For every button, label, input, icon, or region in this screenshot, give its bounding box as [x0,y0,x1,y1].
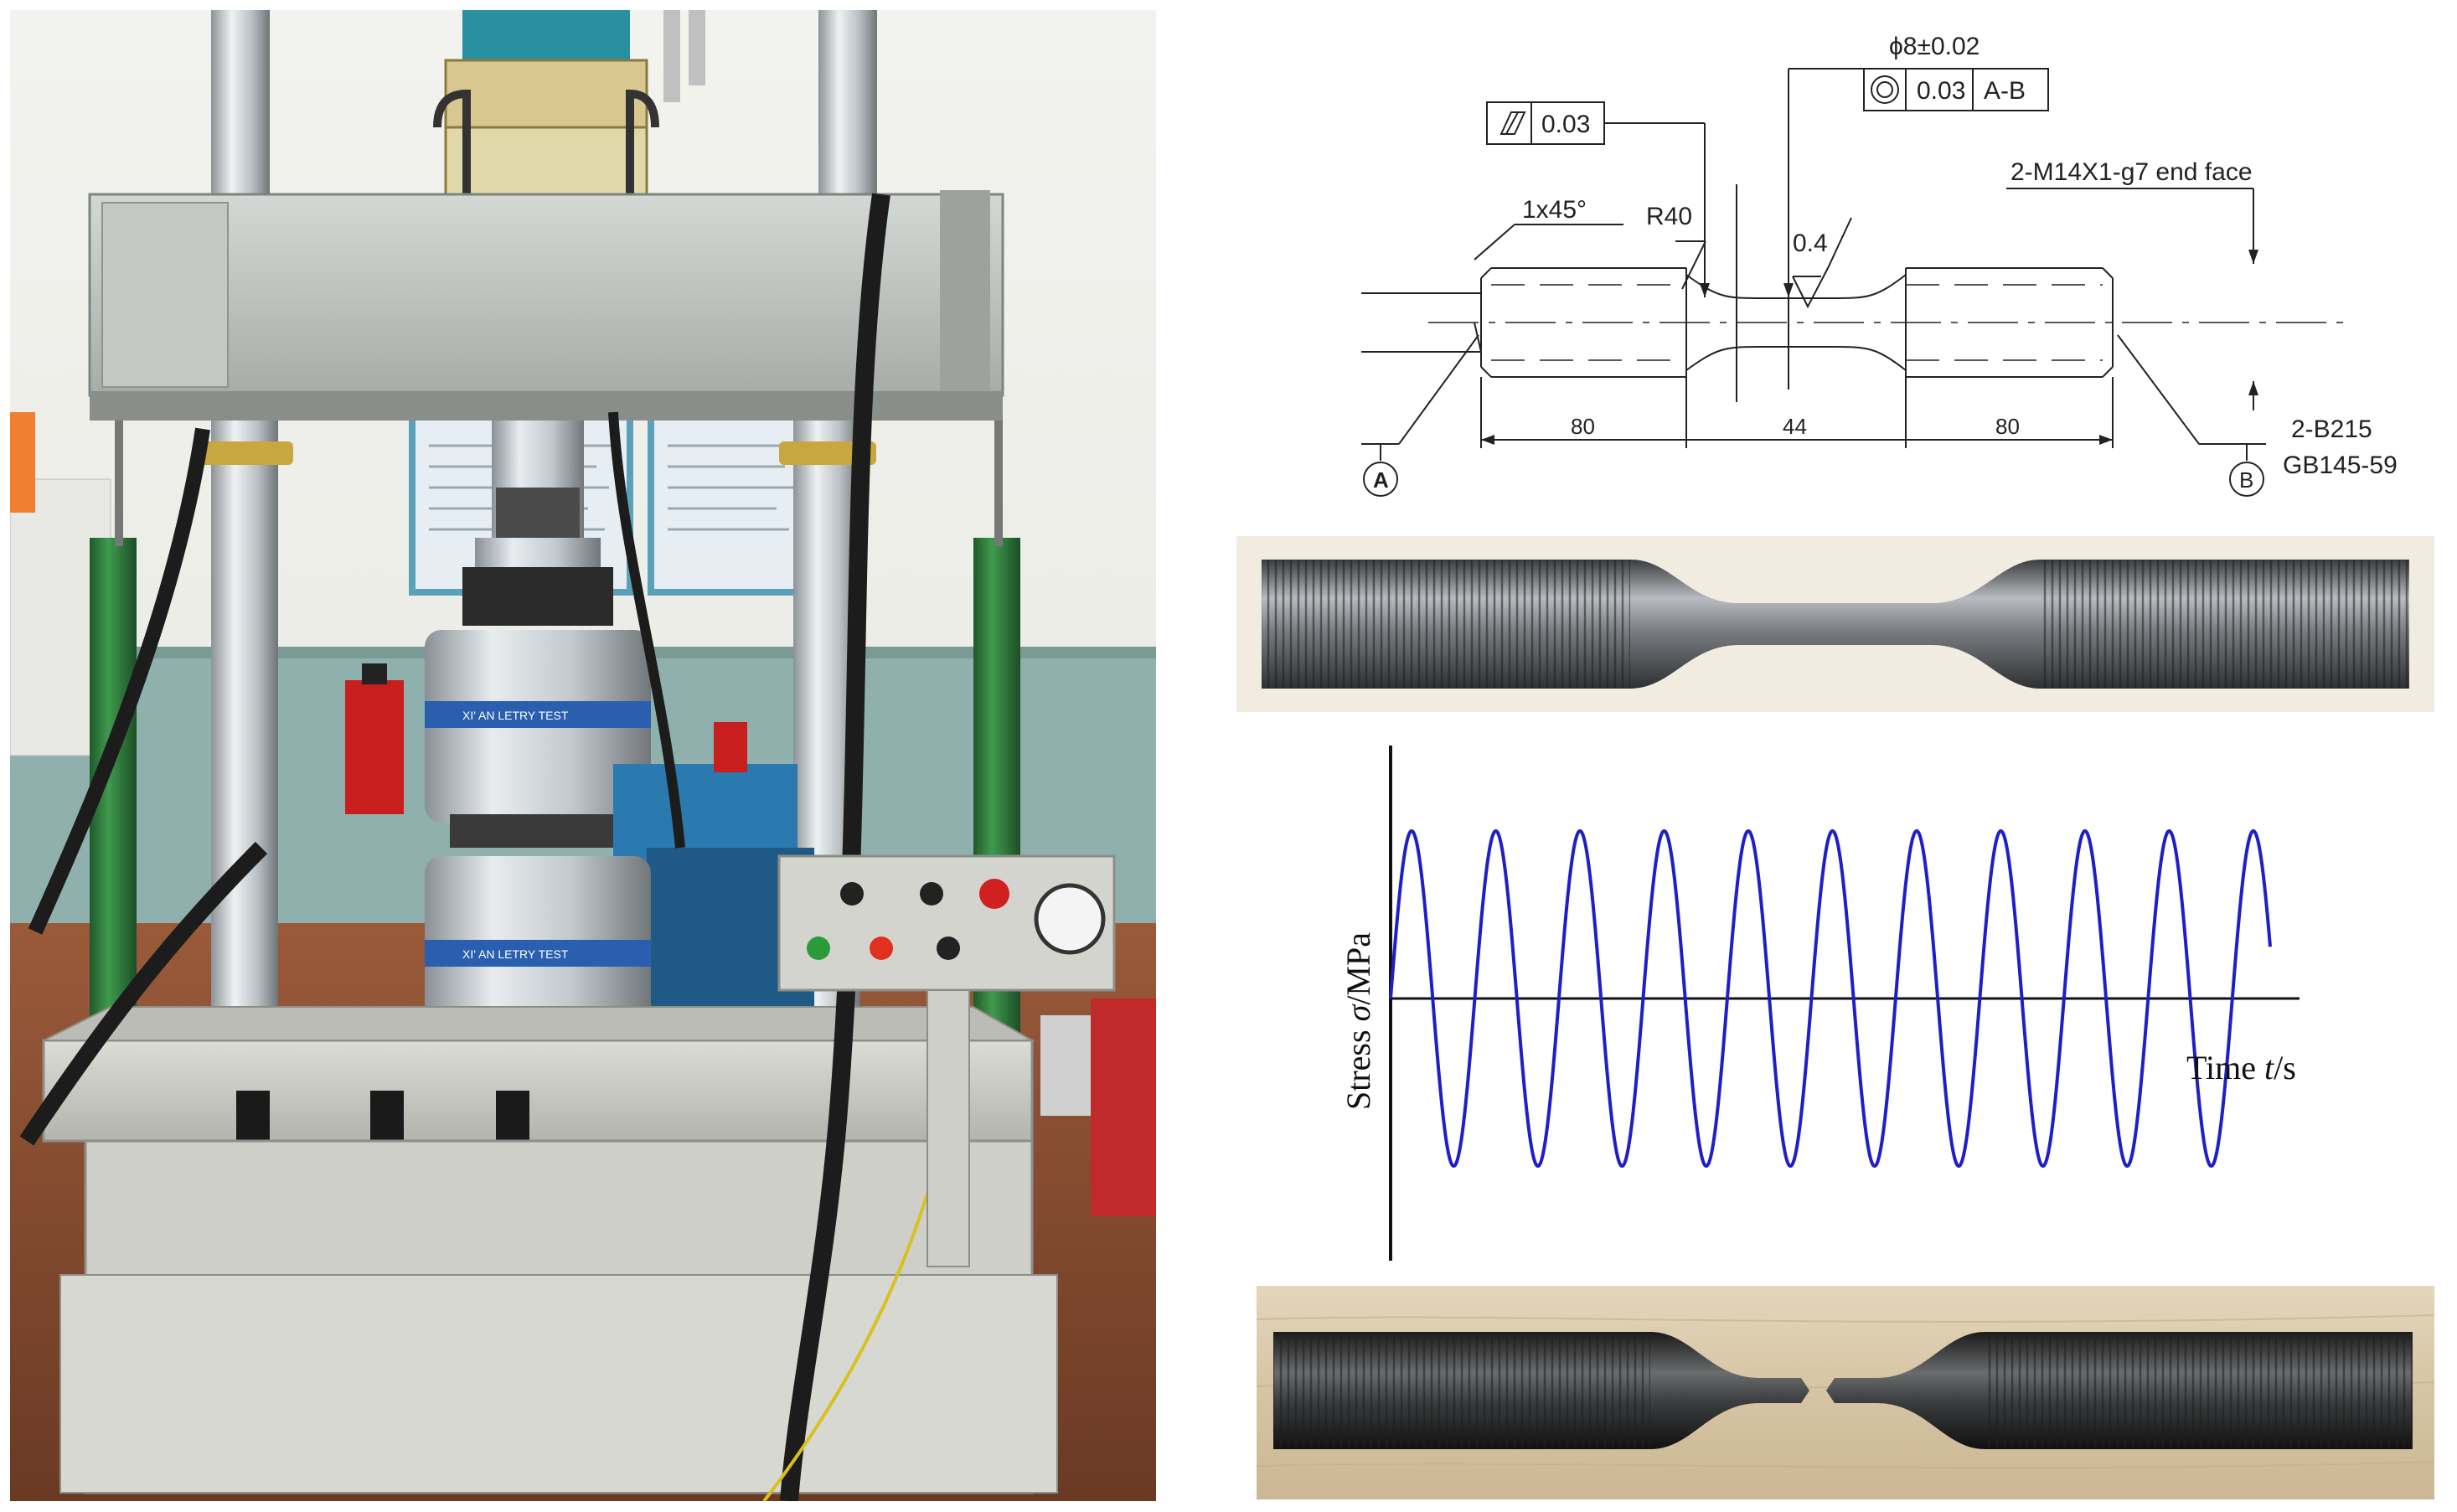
stop-button-icon [870,937,893,960]
machine-illustration: XI' AN LETRY TEST XI' AN LETRY TEST [10,10,1156,1501]
specimen-photo [1236,536,2434,712]
sine-series [1389,828,2272,1169]
coaxiality-datum: A-B [1984,77,2026,105]
dimension-middle: 44 [1783,414,1807,439]
dimension-left: 80 [1571,414,1595,439]
y-axis-label: Stress σ/MPa [1339,932,1377,1110]
runout-value: 0.03 [1541,111,1590,138]
drawing-svg: 0.03 0.03 A-B ϕ8±0.02 1x45° R40 0.4 2-M1… [1361,33,2398,497]
roughness-label: 0.4 [1793,230,1828,257]
pressure-gauge-icon [1034,883,1106,955]
control-knob-icon [840,882,864,906]
fractured-specimen-svg [1257,1286,2434,1499]
sine-wave-line [1389,828,2272,1169]
datum-b-label: B [2239,467,2253,493]
fatigue-testing-machine-photo: XI' AN LETRY TEST XI' AN LETRY TEST [10,10,1156,1501]
start-button-icon [807,937,830,960]
fractured-specimen-photo [1257,1286,2434,1499]
coaxiality-frame [1863,68,2049,111]
load-cell-label-lower: XI' AN LETRY TEST [462,947,569,961]
chart-svg: Stress σ/MPa Time t/s [1339,746,2300,1261]
diameter-tolerance: ϕ8±0.02 [1889,33,1980,60]
standard-label: GB145-59 [2283,452,2398,479]
coaxiality-value: 0.03 [1917,77,1965,105]
chamfer-label: 1x45° [1522,196,1587,224]
emergency-stop-icon [979,879,1009,909]
center-hole-label: 2-B215 [2291,415,2372,443]
specimen-technical-drawing: 0.03 0.03 A-B ϕ8±0.02 1x45° R40 0.4 2-M1… [1181,8,2446,519]
control-knob-icon [920,882,943,906]
control-knob-icon [937,937,960,960]
stress-time-chart: Stress σ/MPa Time t/s [1290,729,2379,1273]
datum-a-label: A [1373,467,1389,493]
dimension-right: 80 [1995,414,2020,439]
thread-spec-label: 2-M14X1-g7 end face [2011,158,2253,186]
load-cell-label: XI' AN LETRY TEST [462,709,569,722]
specimen-svg [1236,536,2434,712]
radius-label: R40 [1646,203,1692,230]
x-axis-label: Time t/s [2186,1049,2296,1086]
